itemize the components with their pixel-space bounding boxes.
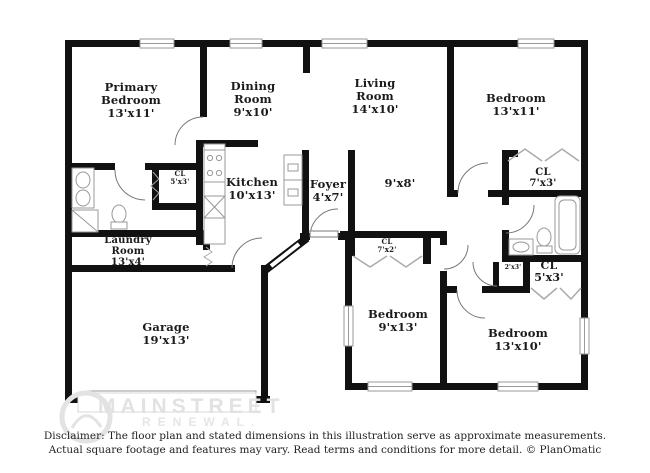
room-dims: 2'x3' [504, 264, 522, 271]
room-label-primary-bedroom: Primary Bedroom 13'x11' [96, 81, 166, 120]
bedroom-tr-door-arc [457, 162, 489, 194]
sink-basin-icon [75, 189, 91, 207]
room-label-bedroom-bottom-right: Bedroom 13'x10' [468, 327, 568, 353]
room-label-bedroom-middle: Bedroom 9'x13' [348, 308, 448, 334]
brand-logo-icon [59, 390, 113, 444]
room-name: Laundry Room [104, 235, 152, 258]
bedroom-br-door-arc [456, 289, 486, 319]
room-name: CL [540, 259, 558, 272]
room-name: Bedroom [487, 326, 549, 340]
room-name: Bedroom [367, 307, 429, 321]
room-dims: 9'x13' [378, 319, 418, 334]
bifold-door-icon [507, 148, 543, 162]
windows [139, 38, 590, 392]
room-name: Garage [142, 320, 190, 334]
room-name: Bedroom [485, 91, 547, 105]
room-label-dining-room: Dining Room 9'x10' [223, 80, 283, 119]
room-label-laundry-room: Laundry Room 13'x4' [97, 235, 159, 269]
room-label-closet-5x3-right: CL 5'x3' [519, 259, 579, 285]
room-dims: 13'x4' [110, 257, 146, 269]
garage-door-arc [231, 237, 263, 269]
watermark-brand-name: MAINSTREET [98, 395, 285, 418]
room-label-bedroom-top-right: Bedroom 13'x11' [466, 92, 566, 118]
room-label-closet-7x3: CL 7'x3' [513, 167, 573, 189]
room-dims: 13'x10' [494, 338, 542, 353]
room-name: CL [381, 237, 393, 246]
room-label-closet-2x3: 2'x3' [498, 264, 528, 272]
room-label-foyer: Foyer 4'x7' [300, 178, 356, 204]
room-dims: 7'x2' [377, 245, 397, 255]
toilet-tank [110, 221, 128, 230]
bifold-door-icon [530, 287, 558, 300]
bifold-closet-doors [352, 148, 582, 301]
accordion-door-icon [203, 246, 213, 267]
bifold-door-icon [544, 148, 580, 162]
room-label-hall: 9'x8' [370, 177, 430, 190]
room-dims: 13'x11' [492, 103, 540, 118]
room-dims: 5'x3' [170, 177, 190, 187]
accordion-door-icon [150, 171, 160, 201]
room-label-garage: Garage 19'x13' [116, 321, 216, 347]
front-door-leaf [309, 230, 339, 238]
room-name: CL [535, 167, 551, 178]
room-dims: 14'x10' [351, 101, 399, 116]
interior-walls [65, 47, 588, 390]
primary-bath-door-arc [114, 169, 146, 201]
bifold-door-icon [389, 255, 423, 268]
kitchen-fixtures [203, 143, 303, 245]
disclaimer-line-1: Disclaimer: The floor plan and stated di… [43, 430, 607, 442]
room-dims: 7'x3' [529, 178, 557, 190]
entry-angled-wall [261, 234, 310, 275]
room-name: Kitchen [225, 175, 279, 189]
accordion-doors [150, 171, 213, 267]
room-name: Primary Bedroom [100, 80, 162, 107]
room-label-living-room: Living Room 14'x10' [345, 77, 405, 116]
room-dims: 4'x7' [312, 189, 344, 204]
room-label-primary-closet: CL 5'x3' [160, 169, 200, 187]
disclaimer-line-2: Actual square footage and features may v… [48, 444, 602, 456]
room-label-kitchen: Kitchen 10'x13' [214, 176, 290, 202]
room-name: CL [174, 169, 186, 178]
toilet-tank [536, 245, 553, 254]
hall-bathroom-fixtures [508, 195, 581, 256]
sink-basin-icon [75, 171, 91, 189]
room-dims: 9'x8' [384, 176, 416, 190]
room-dims: 5'x3' [534, 271, 564, 285]
room-name: Dining Room [230, 79, 276, 106]
vanity-icon [508, 238, 534, 256]
room-label-closet-7x2: CL 7'x2' [367, 237, 407, 255]
bedroom-mid-door-arc [443, 244, 469, 270]
stove-icon [203, 149, 226, 183]
room-dims: 13'x11' [107, 105, 155, 120]
small-closet-door-arc [472, 261, 498, 287]
watermark-band [59, 390, 257, 444]
hall-bath-door-arc [505, 204, 535, 234]
primary-bathroom-fixtures [71, 167, 128, 233]
toilet-icon [536, 227, 552, 247]
room-dims: 9'x10' [233, 104, 273, 119]
watermark-brand-sub: RENEWAL. [142, 415, 262, 429]
room-name: Living Room [354, 76, 396, 103]
door-swings [114, 116, 535, 319]
room-dims: 19'x13' [142, 332, 190, 347]
toilet-icon [111, 204, 127, 224]
bifold-door-icon [559, 287, 582, 301]
bathtub-icon [554, 195, 581, 255]
room-name: Foyer [309, 177, 347, 191]
bifold-door-icon [352, 255, 388, 268]
primary-bedroom-door-arc [174, 116, 204, 146]
room-dims: 10'x13' [228, 187, 276, 202]
